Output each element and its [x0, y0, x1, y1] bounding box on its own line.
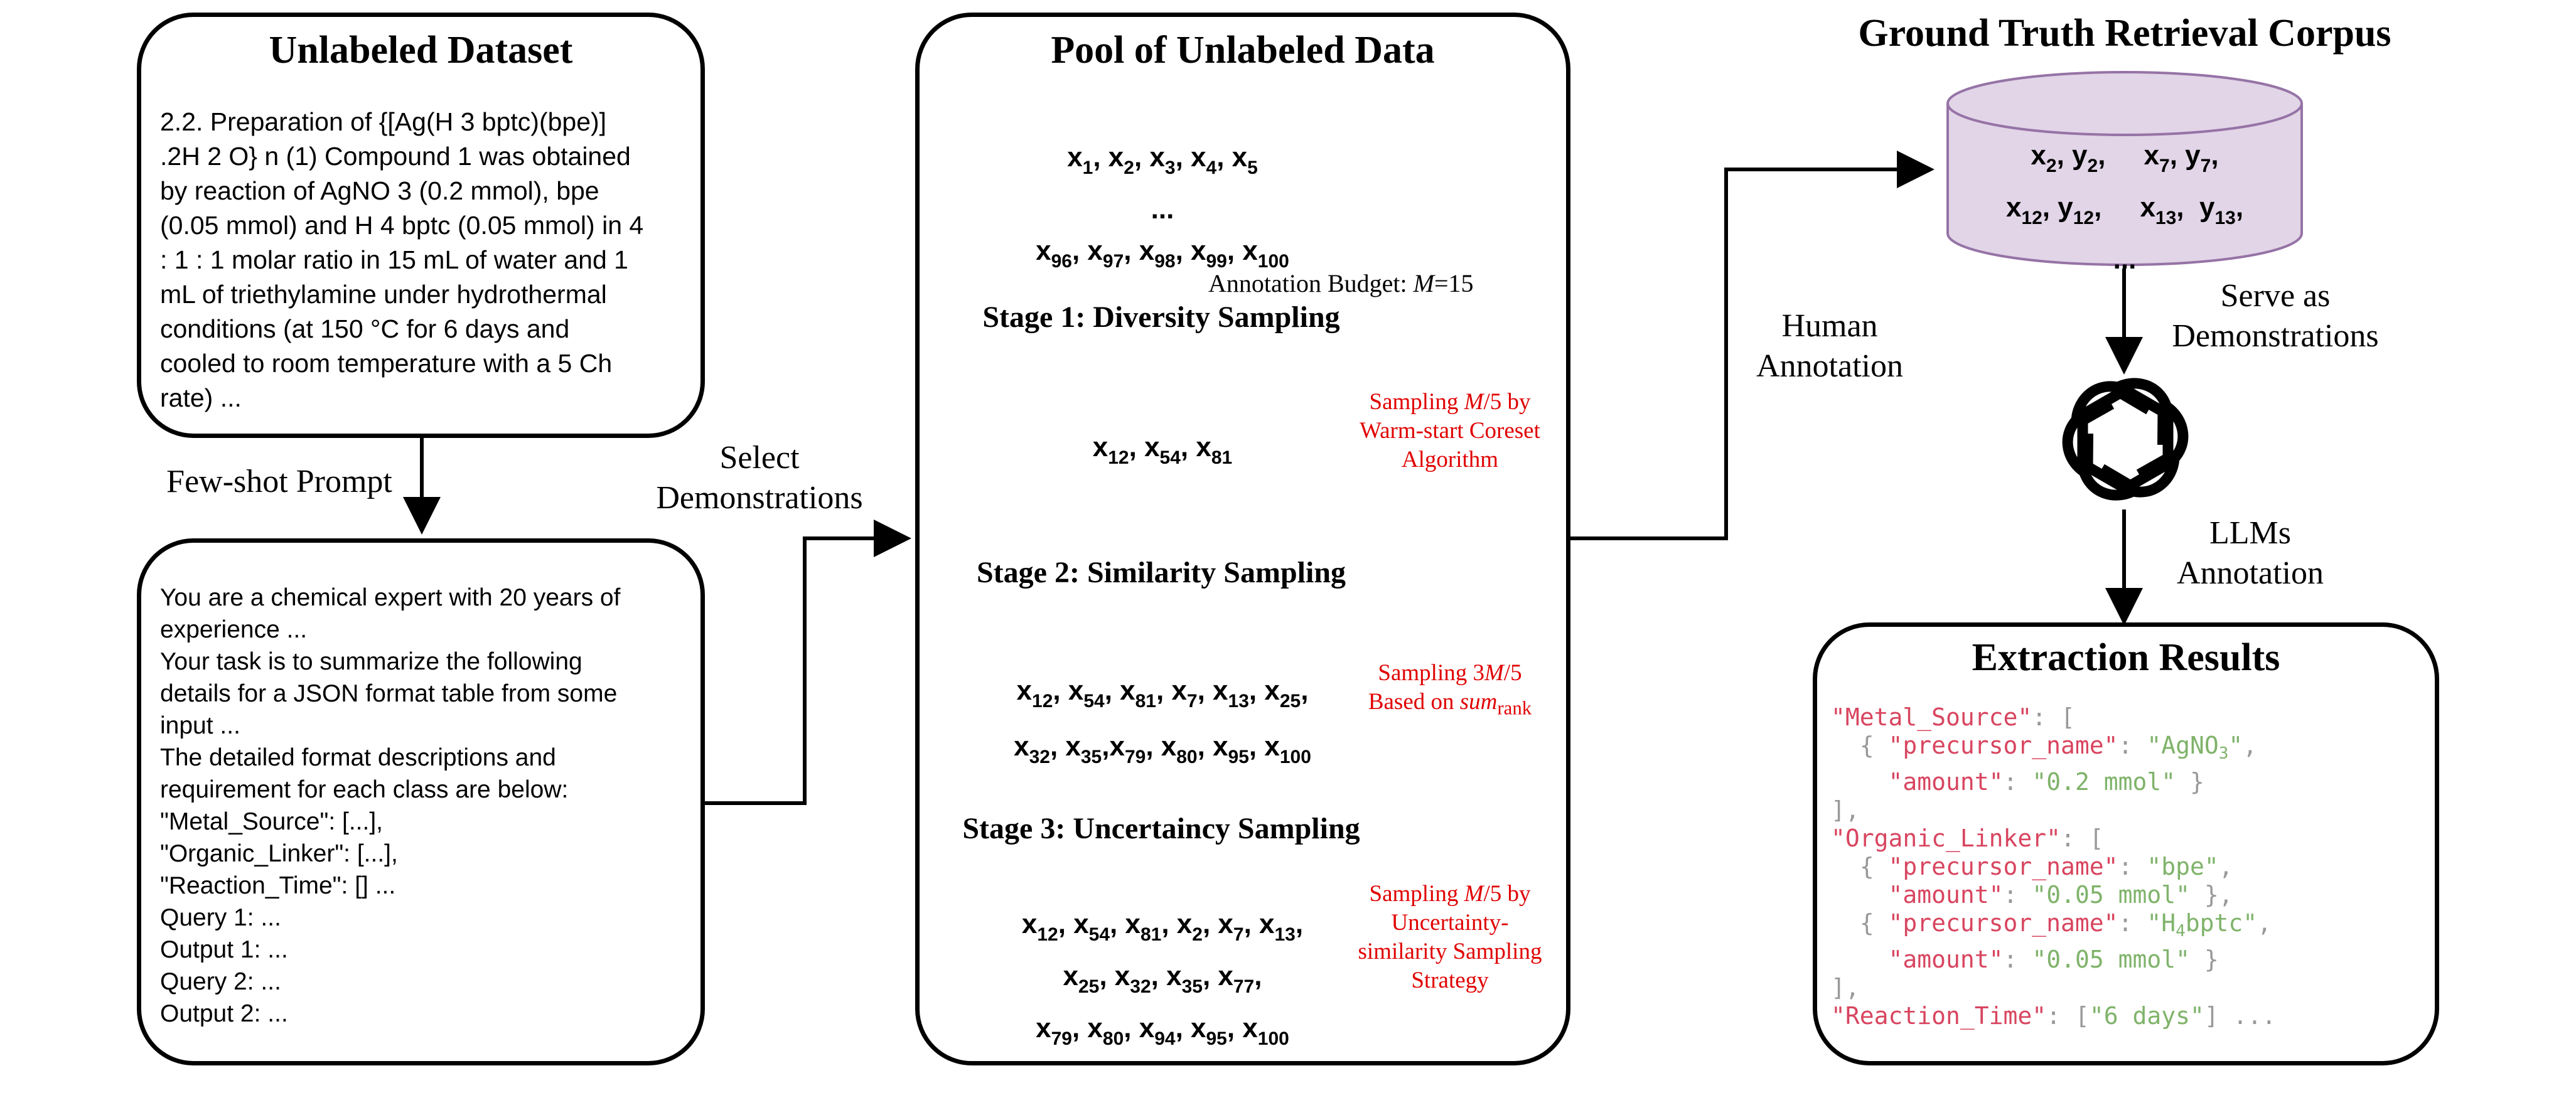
dataset-line: 2.2. Preparation of {[Ag(H 3 bptc)(bpe)] — [160, 107, 607, 136]
pool-items-row: x1, x2, x3, x4, x5 — [1067, 142, 1258, 178]
stage3-items-row: x79, x80, x94, x95, x100 — [1036, 1013, 1289, 1049]
stage2-items-row: x32, x35,x79, x80, x95, x100 — [1014, 731, 1311, 767]
pool-items-ellipsis: ... — [1151, 194, 1174, 225]
annotation-budget: Annotation Budget: M=15 — [1208, 269, 1474, 298]
dataset-line: conditions (at 150 °C for 6 days and — [160, 314, 570, 343]
pool-cylinder-label: x1, x2, x3, x4, x5 ... x96, x97, x98, x9… — [978, 137, 1347, 282]
dataset-line: (0.05 mmol) and H 4 bptc (0.05 mmol) in … — [160, 211, 644, 240]
prompt-box: You are a chemical expert with 20 years … — [137, 538, 705, 1065]
prompt-line: Your task is to summarize the following — [160, 648, 582, 675]
cylinder-ground-truth — [1946, 71, 2303, 266]
prompt-line: "Metal_Source": [...], — [160, 808, 383, 835]
pool-title: Pool of Unlabeled Data — [1051, 29, 1435, 72]
stage3-title: Stage 3: Uncertaincy Sampling — [962, 812, 1360, 845]
stage2-title: Stage 2: Similarity Sampling — [976, 556, 1346, 589]
prompt-line: Query 2: ... — [160, 968, 281, 995]
llm-label-line: Annotation — [2177, 555, 2324, 591]
select-label-line: Select — [719, 440, 800, 476]
dataset-line: mL of triethylamine under hydrothermal — [160, 280, 607, 309]
ground-truth-ellipsis: ... — [2113, 244, 2137, 275]
prompt-line: You are a chemical expert with 20 years … — [160, 584, 621, 611]
human-label-line: Annotation — [1756, 348, 1903, 384]
select-demonstrations-label: Select Demonstrations — [634, 438, 885, 518]
prompt-line: Output 1: ... — [160, 936, 288, 963]
few-shot-prompt-label: Few-shot Prompt — [166, 464, 392, 499]
human-annotation-label: Human Annotation — [1732, 306, 1927, 387]
stage2-cylinder-label: x12, x54, x81, x7, x13, x25, x32, x35,x7… — [978, 668, 1347, 780]
stage2-items-row: x12, x54, x81, x7, x13, x25, — [1016, 675, 1309, 712]
prompt-line: The detailed format descriptions and — [160, 744, 556, 771]
arrow-prompt-to-pool — [704, 520, 911, 805]
prompt-line: input ... — [160, 712, 240, 739]
stage1-title: Stage 1: Diversity Sampling — [982, 301, 1340, 334]
extraction-results-title: Extraction Results — [1972, 636, 2280, 679]
stage3-items-row: x25, x32, x35, x77, — [1063, 961, 1262, 997]
dataset-line: cooled to room temperature with a 5 Ch — [160, 349, 613, 378]
unlabeled-dataset-title: Unlabeled Dataset — [269, 29, 573, 72]
human-label-line: Human — [1781, 308, 1878, 344]
dataset-line: .2H 2 O} n (1) Compound 1 was obtained — [160, 142, 631, 171]
prompt-line: Query 1: ... — [160, 904, 281, 931]
stage3-items-row: x12, x54, x81, x2, x7, x13, — [1021, 909, 1304, 945]
llm-label-line: LLMs — [2209, 515, 2291, 551]
select-label-line: Demonstrations — [656, 480, 863, 516]
ground-truth-row: x2, y2, x7, y7, — [2031, 140, 2219, 176]
stage1-cylinder-label: x12, x54, x81 — [1092, 432, 1233, 468]
pool-box: Pool of Unlabeled Data — [915, 13, 1570, 1065]
arrow-pool-to-ground-truth — [1569, 151, 1935, 540]
budget-prefix: Annotation Budget: — [1208, 269, 1414, 297]
unlabeled-dataset-box: Unlabeled Dataset 2.2. Preparation of {[… — [137, 13, 705, 438]
serve-label-line: Serve as — [2220, 278, 2331, 314]
extraction-results-json: "Metal_Source": [ { "precursor_name": "A… — [1831, 703, 2277, 1030]
serve-label-line: Demonstrations — [2172, 318, 2379, 354]
llm-logo-icon — [2056, 375, 2195, 504]
prompt-line: experience ... — [160, 616, 308, 643]
ground-truth-cylinder-label: x2, y2, x7, y7, x12, y12, x13, y13, ... — [1948, 135, 2302, 280]
extraction-results-box: Extraction Results "Metal_Source": [ { "… — [1813, 622, 2439, 1065]
ground-truth-row: x12, y12, x13, y13, — [2005, 192, 2244, 228]
llm-annotation-label: LLMs Annotation — [2147, 513, 2354, 594]
pool-items-row: x96, x97, x98, x99, x100 — [1036, 235, 1289, 272]
prompt-line: "Reaction_Time": [] ... — [160, 872, 396, 899]
prompt-line: details for a JSON format table from som… — [160, 680, 618, 707]
budget-value: =15 — [1434, 269, 1474, 297]
ground-truth-title: Ground Truth Retrieval Corpus — [1858, 12, 2391, 55]
budget-var: M — [1413, 269, 1434, 297]
dataset-line: : 1 : 1 molar ratio in 15 mL of water an… — [160, 245, 628, 274]
prompt-line: requirement for each class are below: — [160, 776, 569, 803]
serve-as-demonstrations-label: Serve as Demonstrations — [2140, 276, 2410, 356]
prompt-text: You are a chemical expert with 20 years … — [160, 582, 620, 1030]
prompt-line: Output 2: ... — [160, 1000, 288, 1027]
dataset-line: by reaction of AgNO 3 (0.2 mmol), bpe — [160, 176, 599, 205]
prompt-line: "Organic_Linker": [...], — [160, 840, 398, 867]
unlabeled-dataset-text: 2.2. Preparation of {[Ag(H 3 bptc)(bpe)]… — [160, 105, 643, 415]
dataset-line: rate) ... — [160, 383, 242, 412]
stage3-cylinder-label: x12, x54, x81, x2, x7, x13, x25, x32, x3… — [978, 904, 1347, 1060]
